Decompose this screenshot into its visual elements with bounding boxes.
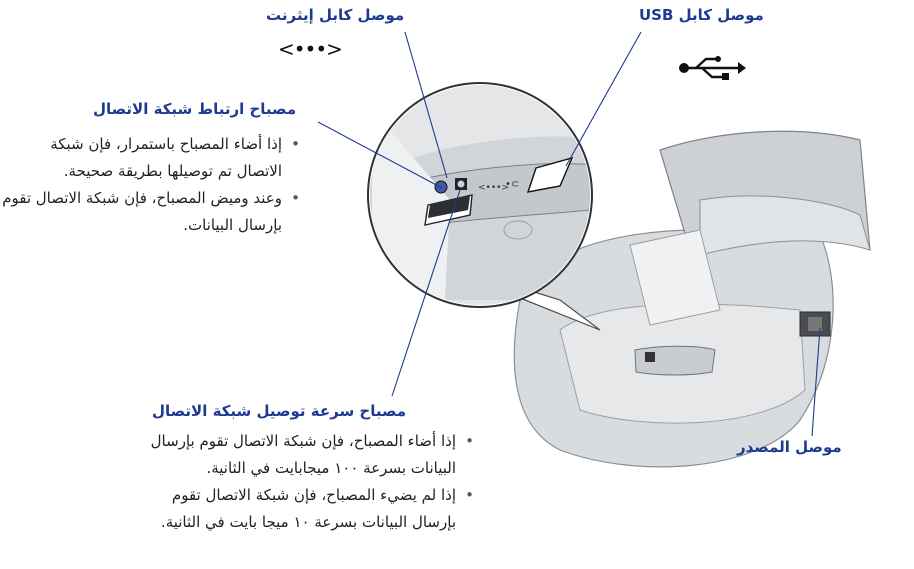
usb-icon bbox=[679, 56, 746, 80]
magnified-port-panel: <•••> •⊂ bbox=[367, 82, 601, 331]
list-item: وعند وميض المصباح، فإن شبكة الاتصال تقوم… bbox=[2, 185, 302, 239]
list-item: إذا أضاء المصباح، فإن شبكة الاتصال تقوم … bbox=[136, 428, 476, 482]
network-link-light-label: مصباح ارتباط شبكة الاتصال bbox=[93, 100, 297, 118]
speed-light-leader-line bbox=[391, 189, 461, 397]
ethernet-icon: <•••> bbox=[278, 37, 343, 61]
ethernet-connector-label: موصل كابل إيثرنت bbox=[266, 6, 405, 24]
list-item: إذا لم يضيء المصباح، فإن شبكة الاتصال تق… bbox=[136, 482, 476, 536]
speed-light-notes: إذا أضاء المصباح، فإن شبكة الاتصال تقوم … bbox=[136, 428, 476, 536]
link-light-notes: إذا أضاء المصباح باستمرار، فإن شبكة الات… bbox=[2, 131, 302, 239]
usb-connector-label: موصل كابل USB bbox=[639, 6, 764, 24]
printer-body bbox=[513, 130, 871, 468]
svg-text:<•••>: <•••> bbox=[478, 183, 509, 193]
network-speed-light-label: مصباح سرعة توصيل شبكة الاتصال bbox=[152, 402, 407, 420]
callout-lines bbox=[317, 31, 821, 437]
link-light-leader-line bbox=[317, 121, 443, 189]
power-leader-line bbox=[811, 327, 821, 437]
ethernet-leader-line bbox=[404, 31, 448, 179]
svg-text:•⊂: •⊂ bbox=[505, 179, 519, 190]
usb-leader-line bbox=[565, 31, 642, 167]
list-item: إذا أضاء المصباح باستمرار، فإن شبكة الات… bbox=[2, 131, 302, 185]
power-connector-label: موصل المصدر bbox=[737, 438, 842, 456]
